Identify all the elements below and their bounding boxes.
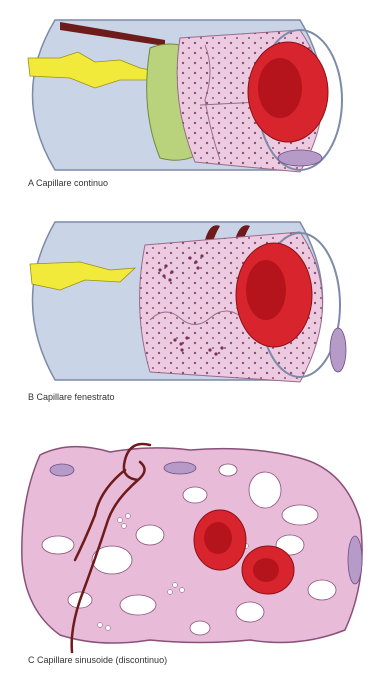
panel-b-fenestrated-capillary — [30, 222, 346, 382]
panel-a-continuous-capillary — [28, 20, 342, 172]
panel-c-sinusoidal-capillary — [22, 444, 362, 652]
caption-panel-b: B Capillare fenestrato — [28, 392, 115, 402]
panel-b-red-blood-cell-center — [246, 260, 286, 320]
panel-c-red-blood-cell-2-center — [253, 558, 279, 582]
panel-c-nucleus-2 — [348, 536, 362, 584]
panel-a-nucleus — [278, 150, 322, 166]
panel-c-nucleus-3 — [50, 464, 74, 476]
panel-b-nucleus — [330, 328, 346, 372]
panel-a-red-blood-cell-center — [258, 58, 302, 118]
caption-panel-a: A Capillare continuo — [28, 178, 108, 188]
panel-c-nucleus-1 — [164, 462, 196, 474]
caption-panel-c: C Capillare sinusoide (discontinuo) — [28, 655, 167, 665]
panel-c-red-blood-cell-1-center — [204, 522, 232, 554]
